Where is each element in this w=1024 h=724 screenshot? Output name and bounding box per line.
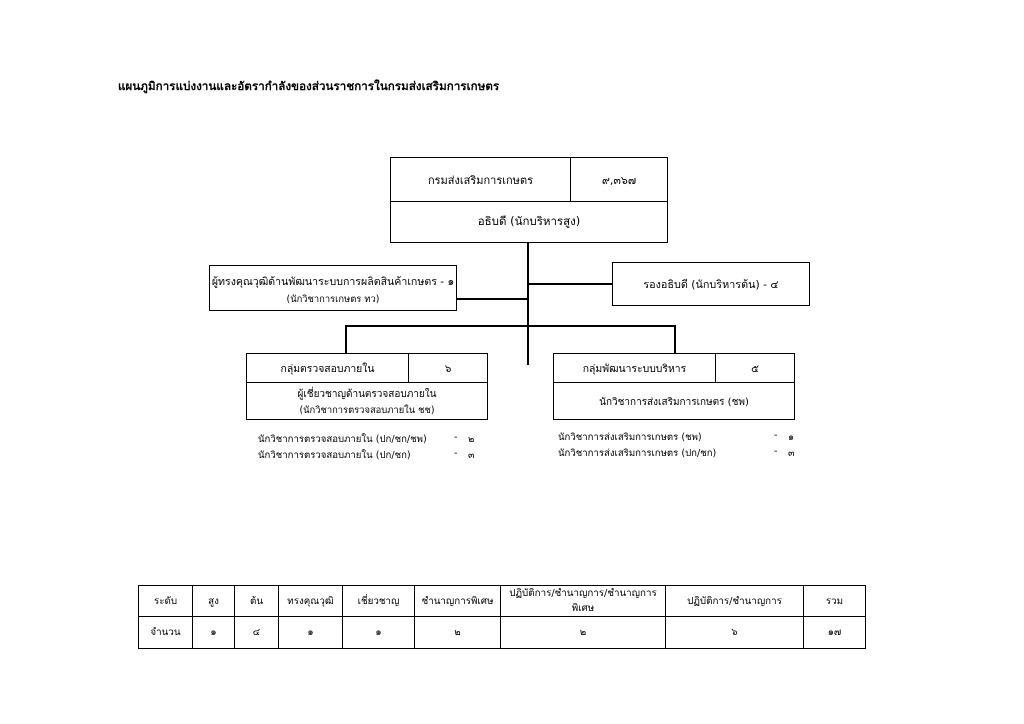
deputy-director-box: รองอธิบดี (นักบริหารต้น) - ๔ xyxy=(612,262,810,306)
summary-col-header-c_pk_ck_cp: ปฏิบัติการ/ชำนาญการ/ชำนาญการพิเศษ xyxy=(500,585,666,617)
staff-note-dash: - xyxy=(774,446,778,457)
summary-cell-c_ton: ๔ xyxy=(234,616,279,649)
root-head-title: อธิบดี (นักบริหารสูง) xyxy=(391,201,667,242)
staff-note-title: นักวิชาการส่งเสริมการเกษตร (ปก/ชก) xyxy=(558,448,717,459)
summary-col-header-c_chamnan_piset: ชำนาญการพิเศษ xyxy=(414,585,501,617)
unit-count: ๖ xyxy=(444,362,452,375)
unit-lead-position: (นักวิชาการตรวจสอบภายใน ชช) xyxy=(299,405,435,416)
staff-note-title: นักวิชาการตรวจสอบภายใน (ปก/ชก/ชพ) xyxy=(258,434,427,445)
summary-cell-c_song: ๑ xyxy=(278,616,343,649)
summary-cell-c_chamnan_piset: ๒ xyxy=(414,616,501,649)
summary-col-header-c_ton: ต้น xyxy=(234,585,279,617)
summary-col-header-c_pk_ck: ปฏิบัติการ/ชำนาญการ xyxy=(665,585,804,617)
unit-count: ๕ xyxy=(751,362,759,375)
summary-cell-level: จำนวน xyxy=(138,616,193,649)
advisor-position: (นักวิชาการเกษตร ทว) xyxy=(286,294,380,305)
staff-notes-internal-audit: นักวิชาการตรวจสอบภายใน (ปก/ชก/ชพ) - ๒ นั… xyxy=(258,432,490,464)
summary-cell-c_chiew: ๑ xyxy=(342,616,415,649)
staff-note-dash: - xyxy=(454,432,458,443)
unit-body: ผู้เชี่ยวชาญด้านตรวจสอบภายใน (นักวิชาการ… xyxy=(247,382,487,419)
summary-col-header-c_chiew: เชี่ยวชาญ xyxy=(342,585,415,617)
unit-header-row: กลุ่มพัฒนาระบบบริหาร ๕ xyxy=(554,354,794,382)
connector-unit-right-drop xyxy=(674,325,676,354)
unit-box-internal-audit: กลุ่มตรวจสอบภายใน ๖ ผู้เชี่ยวชาญด้านตรวจ… xyxy=(246,353,488,420)
staff-note-row: นักวิชาการตรวจสอบภายใน (ปก/ชก/ชพ) - ๒ xyxy=(258,432,490,448)
staff-note-count: ๓ xyxy=(468,450,475,461)
connector-trunk-vertical xyxy=(527,243,529,365)
unit-box-admin-development: กลุ่มพัฒนาระบบบริหาร ๕ นักวิชาการส่งเสริ… xyxy=(553,353,795,420)
summary-cell-c_sung: ๑ xyxy=(192,616,235,649)
unit-name: กลุ่มตรวจสอบภายใน xyxy=(247,354,409,382)
summary-col-header-c_sung: สูง xyxy=(192,585,235,617)
root-department-name: กรมส่งเสริมการเกษตร xyxy=(391,158,571,201)
summary-table-data-row: จำนวน๑๔๑๑๒๒๖๑๗ xyxy=(138,616,866,649)
staff-note-row: นักวิชาการตรวจสอบภายใน (ปก/ชก) - ๓ xyxy=(258,448,490,464)
summary-cell-c_total: ๑๗ xyxy=(803,616,866,649)
root-department-box: กรมส่งเสริมการเกษตร ๙,๓๖๗ อธิบดี (นักบริ… xyxy=(390,157,668,243)
unit-lead-title: ผู้เชี่ยวชาญด้านตรวจสอบภายใน xyxy=(297,389,437,400)
connector-to-advisor xyxy=(456,298,528,300)
advisor-box: ผู้ทรงคุณวุฒิด้านพัฒนาระบบการผลิตสินค้าเ… xyxy=(209,265,457,311)
staff-note-row: นักวิชาการส่งเสริมการเกษตร (ชพ) - ๑ xyxy=(558,430,794,446)
summary-col-header-c_song: ทรงคุณวุฒิ xyxy=(278,585,343,617)
summary-col-header-c_total: รวม xyxy=(803,585,866,617)
unit-name: กลุ่มพัฒนาระบบบริหาร xyxy=(554,354,716,382)
staff-note-count: ๑ xyxy=(788,432,795,443)
staff-notes-admin-development: นักวิชาการส่งเสริมการเกษตร (ชพ) - ๑ นักว… xyxy=(558,430,795,462)
root-header-row: กรมส่งเสริมการเกษตร ๙,๓๖๗ xyxy=(391,158,667,201)
summary-table: ระดับสูงต้นทรงคุณวุฒิเชี่ยวชาญชำนาญการพิ… xyxy=(138,585,866,649)
connector-unit-bar xyxy=(345,325,675,327)
staff-note-row: นักวิชาการส่งเสริมการเกษตร (ปก/ชก) - ๓ xyxy=(558,446,795,462)
staff-note-count: ๓ xyxy=(788,448,795,459)
summary-table-header-row: ระดับสูงต้นทรงคุณวุฒิเชี่ยวชาญชำนาญการพิ… xyxy=(138,585,866,617)
root-department-count: ๙,๓๖๗ xyxy=(601,173,637,187)
unit-header-row: กลุ่มตรวจสอบภายใน ๖ xyxy=(247,354,487,382)
staff-note-dash: - xyxy=(774,430,778,441)
summary-table-body: ระดับสูงต้นทรงคุณวุฒิเชี่ยวชาญชำนาญการพิ… xyxy=(138,585,866,649)
advisor-title: ผู้ทรงคุณวุฒิด้านพัฒนาระบบการผลิตสินค้าเ… xyxy=(211,276,455,288)
page-title: แผนภูมิการแบ่งงานและอัตรากำลังของส่วนราช… xyxy=(118,79,500,93)
connector-to-deputy xyxy=(527,283,613,285)
unit-body: นักวิชาการส่งเสริมการเกษตร (ชพ) xyxy=(554,382,794,419)
staff-note-count: ๒ xyxy=(468,434,475,445)
connector-unit-left-drop xyxy=(345,325,347,354)
summary-cell-c_pk_ck: ๖ xyxy=(665,616,804,649)
unit-lead-title: นักวิชาการส่งเสริมการเกษตร (ชพ) xyxy=(599,397,749,408)
summary-col-header-level: ระดับ xyxy=(138,585,193,617)
staff-note-dash: - xyxy=(454,448,458,459)
staff-note-title: นักวิชาการตรวจสอบภายใน (ปก/ชก) xyxy=(258,450,411,461)
staff-note-title: นักวิชาการส่งเสริมการเกษตร (ชพ) xyxy=(558,432,702,443)
summary-cell-c_pk_ck_cp: ๒ xyxy=(500,616,666,649)
